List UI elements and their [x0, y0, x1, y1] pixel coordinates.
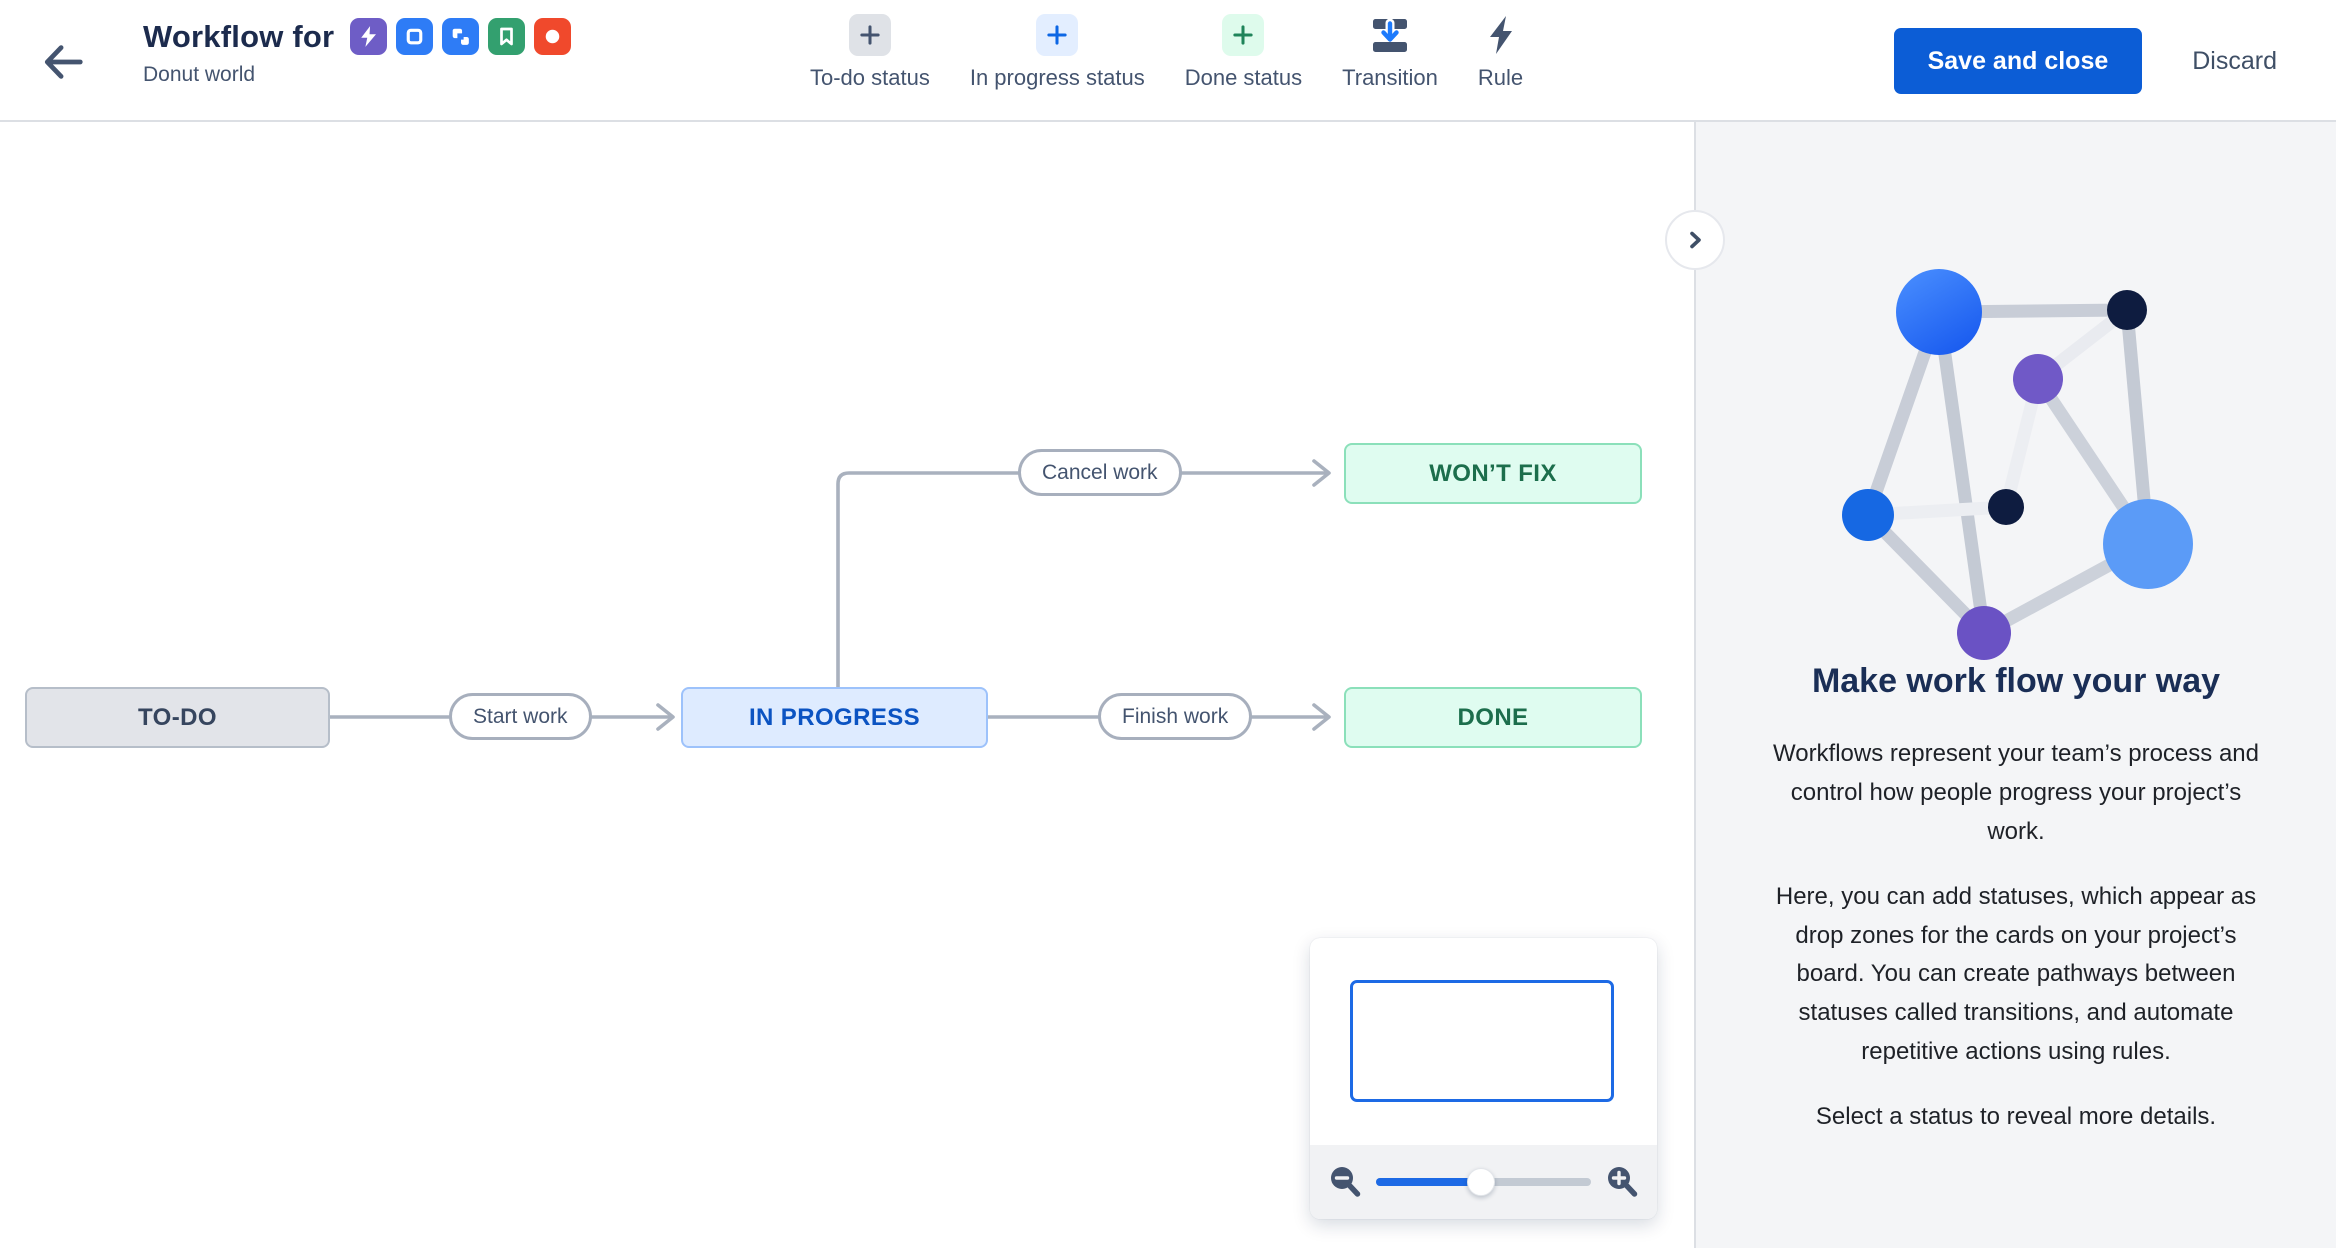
save-and-close-button[interactable]: Save and close — [1893, 28, 2143, 94]
zoom-bar — [1310, 1145, 1657, 1219]
panel-paragraph: Here, you can add statuses, which appear… — [1775, 882, 2257, 1066]
transition-lines — [328, 459, 1331, 731]
transition-finish-work[interactable]: Finish work — [1098, 693, 1253, 740]
zoom-slider-fill — [1376, 1178, 1482, 1186]
tool-label: Transition — [1342, 65, 1438, 90]
minimap — [1310, 938, 1657, 1219]
status-label: IN PROGRESS — [748, 703, 921, 731]
issue-type-icons — [350, 18, 572, 55]
subtask-icon — [442, 18, 480, 55]
status-label: DONE — [1457, 703, 1529, 731]
story-icon — [488, 18, 526, 55]
collapse-panel-button[interactable] — [1665, 210, 1725, 270]
transition-label: Finish work — [1122, 704, 1229, 728]
tool-label: Rule — [1477, 65, 1524, 90]
discard-button[interactable]: Discard — [2192, 46, 2277, 75]
chevron-right-icon — [1690, 231, 1701, 249]
transition-cancel-work[interactable]: Cancel work — [1018, 449, 1182, 496]
tool-label: Done status — [1184, 65, 1303, 90]
tool-label: In progress status — [969, 65, 1145, 90]
workflow-canvas[interactable]: TO-DO IN PROGRESS DONE WON’T FIX Start w… — [0, 122, 1694, 1248]
epic-icon — [350, 18, 388, 55]
arrow-left-icon — [44, 45, 83, 79]
page-title: Workflow for — [143, 18, 335, 54]
zoom-out-button[interactable] — [1326, 1163, 1364, 1201]
title-block: Workflow for — [143, 18, 572, 87]
status-label: WON’T FIX — [1429, 459, 1557, 487]
back-button[interactable] — [30, 29, 96, 95]
toolbar: To-do status In progress status Done sta… — [810, 14, 1523, 91]
rule-lightning-icon — [1480, 14, 1522, 56]
transition-icon — [1369, 14, 1411, 56]
side-panel: Make work flow your way Workflows repres… — [1665, 122, 2336, 1248]
panel-paragraph: Select a status to reveal more details. — [1815, 1103, 2217, 1130]
panel-paragraph: Workflows represent your team’s process … — [1773, 740, 2259, 845]
status-node-wont-fix[interactable]: WON’T FIX — [1344, 443, 1642, 504]
add-todo-status-button[interactable]: To-do status — [810, 14, 930, 91]
status-node-done[interactable]: DONE — [1344, 687, 1642, 748]
task-icon — [396, 18, 434, 55]
panel-heading: Make work flow your way — [1811, 662, 2221, 700]
add-done-status-button[interactable]: Done status — [1185, 14, 1302, 91]
plus-icon — [848, 14, 891, 56]
add-transition-button[interactable]: Transition — [1342, 14, 1438, 91]
plus-icon — [1036, 14, 1079, 56]
status-node-in-progress[interactable]: IN PROGRESS — [681, 687, 988, 748]
transition-label: Cancel work — [1042, 460, 1158, 484]
top-header: Workflow for — [0, 0, 2336, 122]
zoom-slider-thumb[interactable] — [1467, 1168, 1496, 1196]
status-node-todo[interactable]: TO-DO — [25, 687, 330, 748]
status-label: TO-DO — [138, 703, 217, 731]
minimap-viewport[interactable] — [1350, 980, 1614, 1102]
magnifier-plus-icon — [1608, 1167, 1638, 1197]
transition-start-work[interactable]: Start work — [449, 693, 592, 740]
transition-label: Start work — [473, 704, 568, 728]
add-rule-button[interactable]: Rule — [1478, 14, 1523, 91]
bug-icon — [534, 18, 572, 55]
tool-label: To-do status — [810, 65, 930, 90]
project-name: Donut world — [143, 63, 256, 86]
plus-icon — [1222, 14, 1265, 56]
header-actions: Save and close Discard — [1893, 28, 2277, 94]
zoom-slider[interactable] — [1376, 1168, 1591, 1196]
magnifier-minus-icon — [1331, 1167, 1361, 1197]
zoom-in-button[interactable] — [1603, 1163, 1641, 1201]
network-illustration — [1842, 269, 2193, 660]
add-in-progress-status-button[interactable]: In progress status — [970, 14, 1145, 91]
